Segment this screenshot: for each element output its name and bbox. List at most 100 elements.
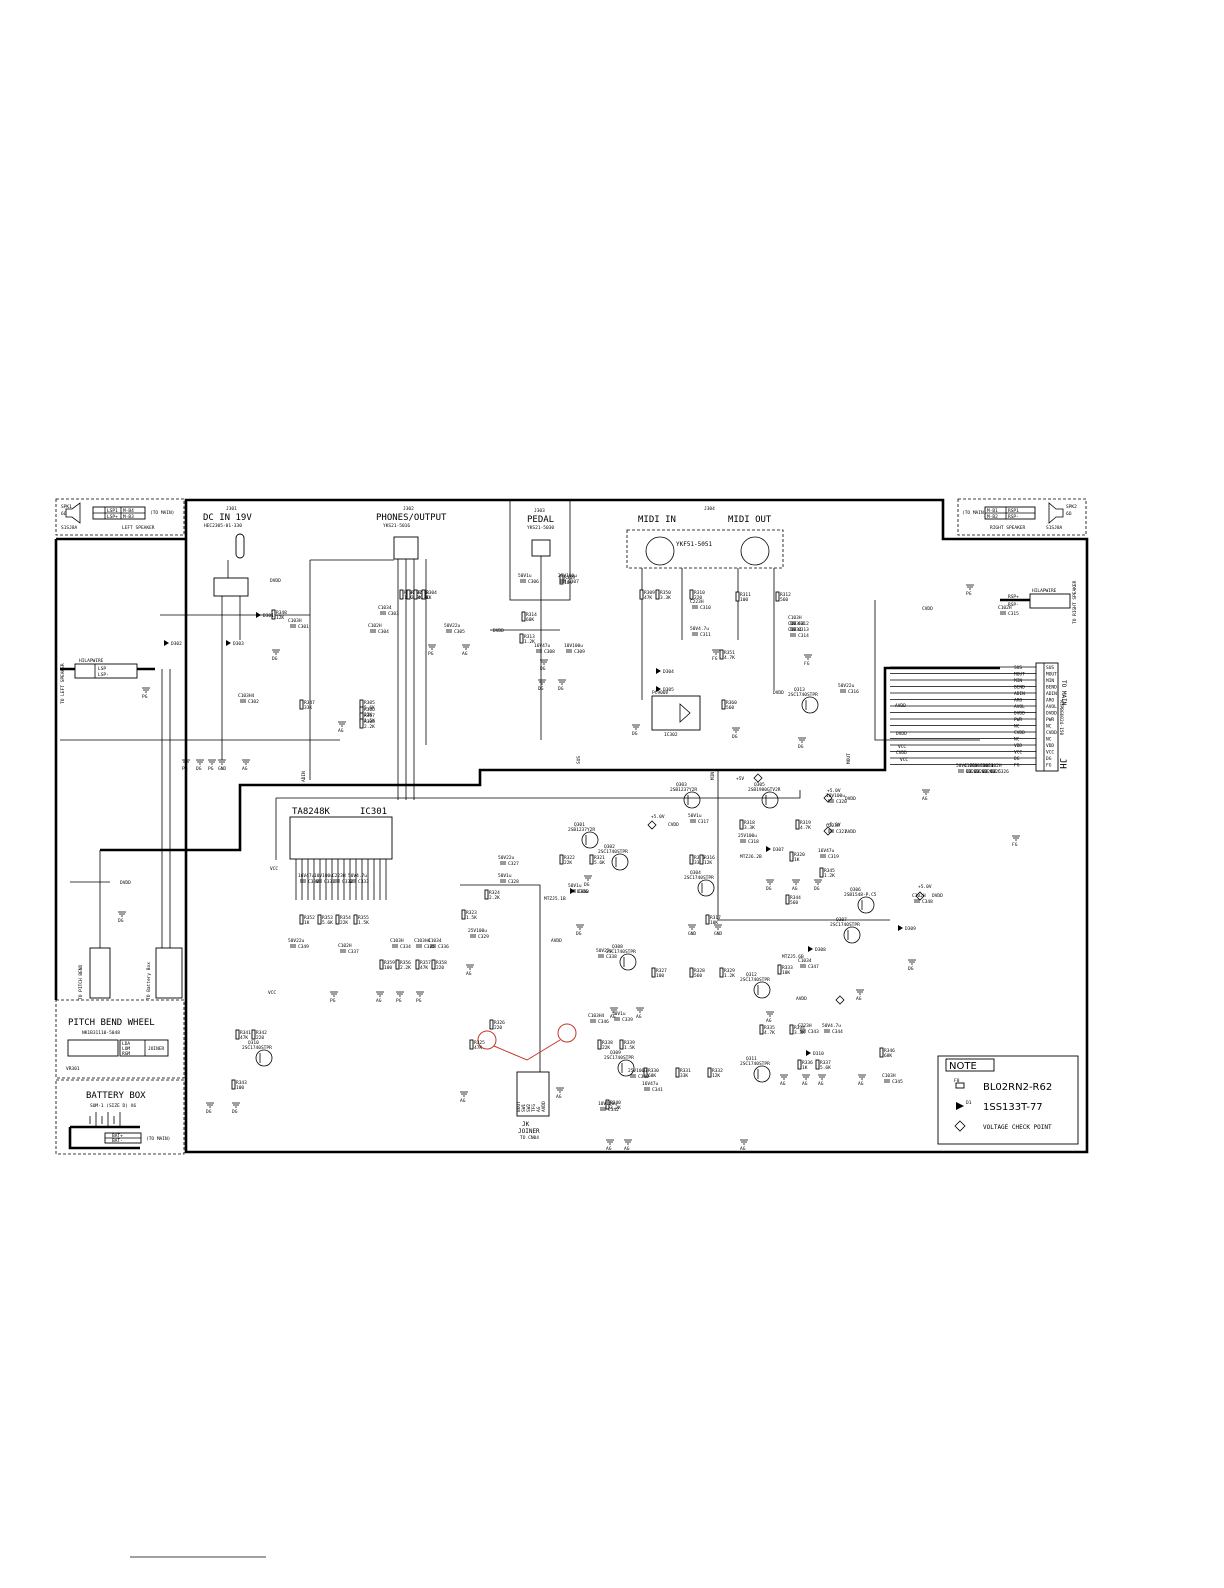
resistor-value: 220 <box>256 1035 264 1041</box>
capacitor-ref: C303 <box>388 611 399 617</box>
right-speaker-pin: RSP- <box>1008 514 1019 520</box>
ic302-ref: IC302 <box>664 732 678 738</box>
note-box: NOTE F8 BL02RN2-R62 D1 1SS133T-77 VOLTAG… <box>937 1055 1079 1145</box>
joiner-pin: TFG <box>531 1104 537 1112</box>
ground-symbol: FG <box>712 649 720 662</box>
resistor-body <box>461 909 466 920</box>
capacitor-value: C223H <box>332 873 346 879</box>
ground-symbol: AG <box>242 759 250 772</box>
resistor-body <box>785 894 790 905</box>
ground-glyph <box>1012 835 1020 841</box>
diode: D301 <box>256 612 274 619</box>
ground-symbol: DG <box>558 679 566 692</box>
capacitor-ref: C320 <box>836 799 847 805</box>
ground-label: DG <box>538 686 544 692</box>
ground-label: AG <box>802 1081 808 1087</box>
capacitor-value: 50V1u <box>688 813 702 819</box>
transistor-ref: Q312 <box>746 972 757 978</box>
main-connector-pin-side: VCC <box>1014 750 1022 756</box>
right-speaker-to: (TO MAIN) <box>962 510 986 516</box>
ground-label: AG <box>624 1146 630 1152</box>
diode-ref: D301 <box>263 613 274 619</box>
capacitor-value: 50V4.7u <box>956 763 975 769</box>
resistor-ref: R304 <box>426 590 437 596</box>
resistor-value: 68K <box>884 1053 892 1059</box>
resistor-ref: R341 <box>240 1030 251 1036</box>
diode-body <box>570 888 575 894</box>
resistor-ref: R327 <box>656 968 667 974</box>
ground-symbol: AG <box>780 1074 788 1087</box>
transistor-part: 2SC1740STPR <box>740 1061 770 1067</box>
right-speaker-type: SPK2 <box>1066 504 1077 510</box>
ground-label: PG <box>428 651 434 657</box>
main-connector-pin: ADIN <box>1046 691 1057 697</box>
signal-mout: MOUT <box>846 753 852 764</box>
ground-glyph <box>688 924 696 930</box>
left-speaker-impedance: 6Ω <box>61 511 67 517</box>
resistor-body <box>789 1024 794 1035</box>
resistor-ref: R306 <box>364 707 375 713</box>
note-symbol-f8: F8 <box>954 1078 960 1084</box>
ground-label: DG <box>196 766 202 772</box>
capacitor-ref: C350 <box>578 889 589 895</box>
capacitor-ref: C334 <box>400 944 411 950</box>
ground-label: DG <box>584 882 590 888</box>
capacitor-value: 50V1u <box>518 573 532 579</box>
resistor-value: 12K <box>704 860 712 866</box>
joiner-pin: SW2 <box>526 1104 532 1112</box>
rail-dvdd: DVDD <box>896 731 907 737</box>
ground-symbol: AG <box>376 991 384 1004</box>
ground-glyph <box>632 724 640 730</box>
resistor-ref: R333 <box>782 965 793 971</box>
main-connector-pin: VDD <box>1046 743 1054 749</box>
main-connector-pin: NC <box>1046 724 1052 730</box>
main-connector-pin: BEND <box>1046 685 1057 691</box>
resistor-body <box>359 718 364 729</box>
capacitor-ref: C312 <box>798 621 809 627</box>
ground-symbol: DG <box>798 737 806 750</box>
resistor-body <box>721 699 726 710</box>
battery-pin: BAT- <box>112 1138 123 1144</box>
main-connector-pin-side: MIN <box>1014 678 1022 684</box>
capacitor-value: 50V22u <box>838 683 855 689</box>
resistor-ref: R338 <box>602 1040 613 1046</box>
resistor-body <box>415 959 420 970</box>
pitch-joiner-label: TO PITCH BEND <box>78 964 84 1000</box>
transistor-layer: Q3012SB1237Y2RQ3022SC1740STPRQ3032SB1237… <box>242 687 877 1083</box>
ground-symbol: DG <box>576 924 584 937</box>
diode-body <box>898 925 903 931</box>
resistor-ref: R326 <box>494 1020 505 1026</box>
note-item-diode: 1SS133T-77 <box>983 1102 1043 1113</box>
main-connector-pin: FG <box>1046 763 1052 769</box>
ground-symbol: PG <box>182 759 190 772</box>
resistor-ref: R321 <box>594 855 605 861</box>
rail-cvdd: CVDD <box>896 750 907 756</box>
capacitor-ref: C332 <box>342 879 353 885</box>
ground-label: DG <box>272 656 278 662</box>
right-speaker-impedance: 6Ω <box>1066 511 1072 517</box>
resistor-ref: R313 <box>524 634 535 640</box>
resistor-body <box>699 854 704 865</box>
left-hilap: HILAPWIRE LSP LSP- TO LEFT SPEAKER <box>60 658 138 704</box>
ground-label: DG <box>118 918 124 924</box>
capacitor-ref: C305 <box>454 629 465 635</box>
rail-dvdd: DVDD <box>270 578 281 584</box>
signal-adin: ADIN <box>301 771 307 782</box>
resistor-value: 560 <box>780 597 788 603</box>
resistor-value: 1.2K <box>524 639 535 645</box>
capacitor-value: 50V4.7u <box>690 626 709 632</box>
